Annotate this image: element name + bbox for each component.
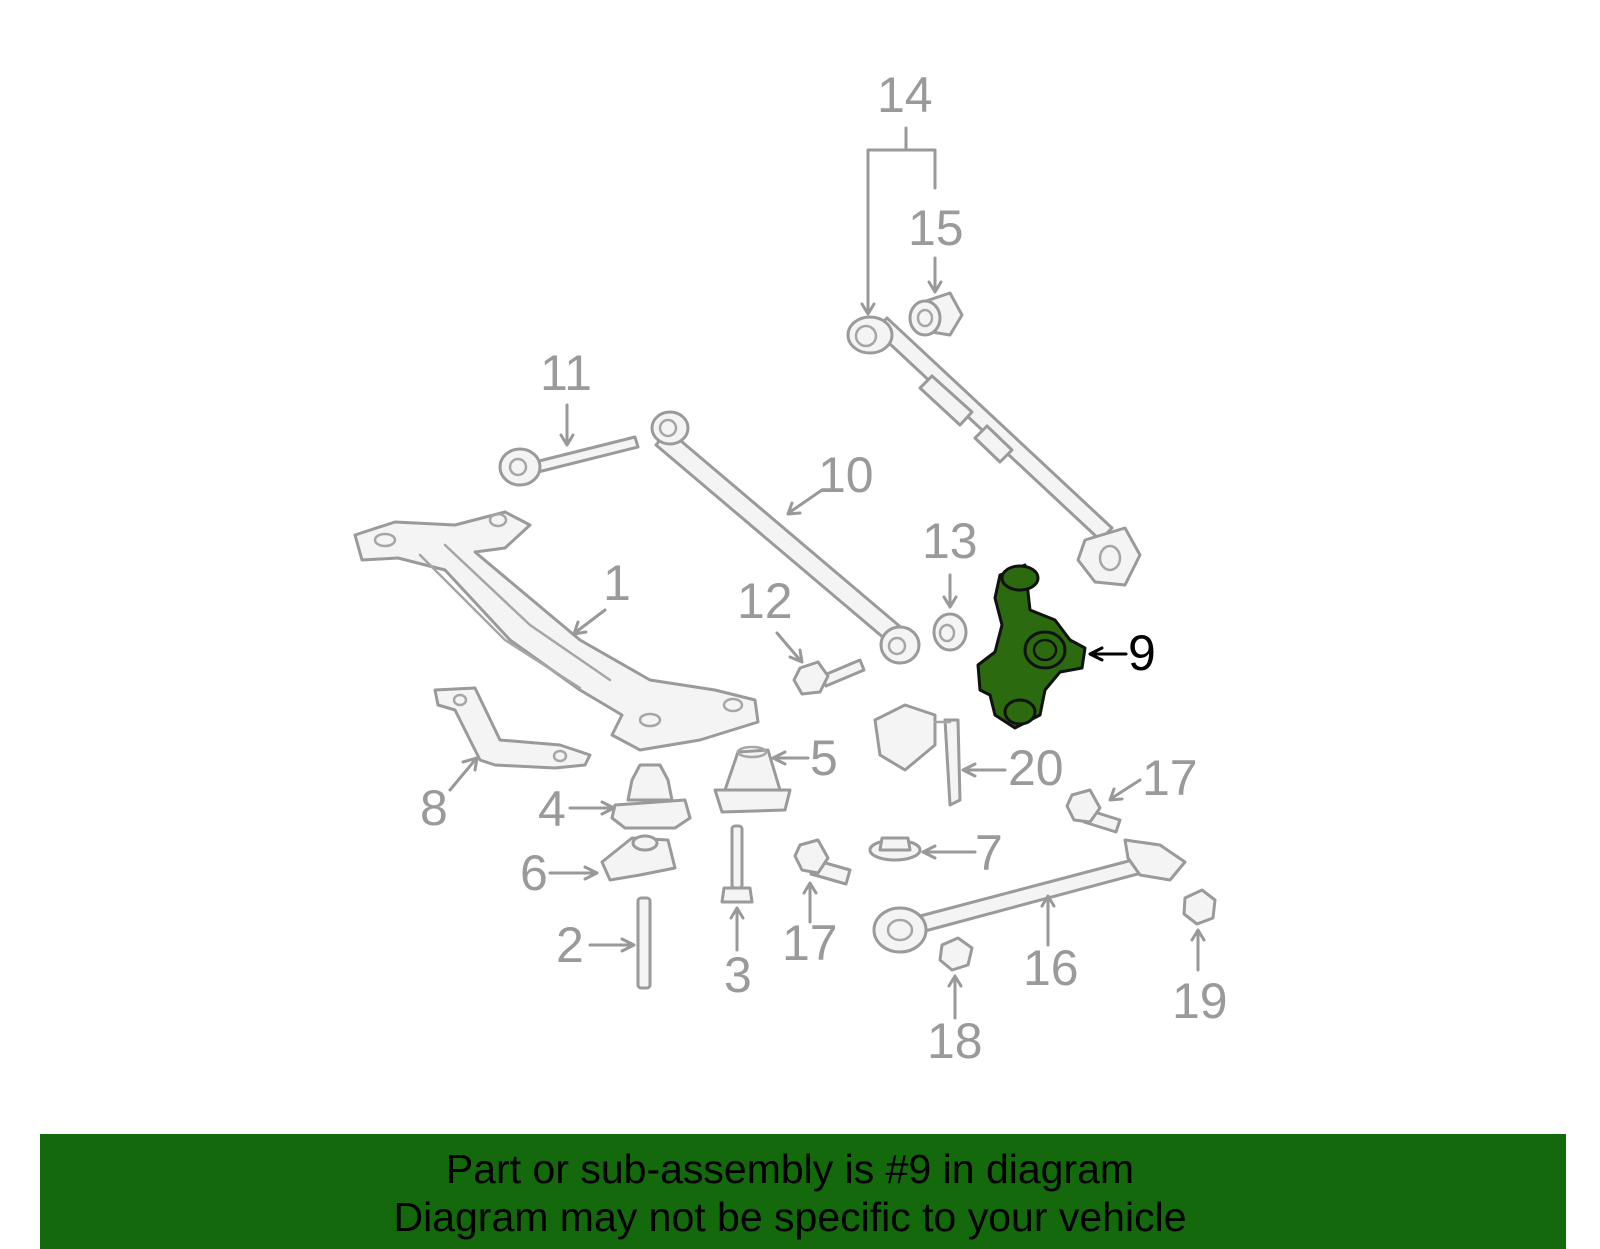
callout-12: 12 (737, 573, 793, 629)
callout-17-lower: 17 (782, 915, 838, 971)
banner-line-2: Diagram may not be specific to your vehi… (393, 1194, 1187, 1240)
part-19-nut[interactable] (1182, 888, 1217, 926)
part-17-bolt-lower[interactable] (793, 838, 852, 886)
part-4-mount[interactable] (610, 763, 692, 830)
callout-16: 16 (1023, 940, 1079, 996)
callout-17-upper: 17 (1142, 750, 1198, 806)
callout-14: 14 (877, 67, 933, 123)
part-10-link[interactable] (650, 410, 921, 665)
callout-19: 19 (1172, 973, 1228, 1029)
part-9-knuckle-highlighted[interactable] (976, 563, 1087, 730)
callout-20: 20 (1008, 740, 1064, 796)
callout-9: 9 (1128, 625, 1156, 681)
part-11-bolt[interactable] (498, 435, 640, 487)
callout-15: 15 (908, 200, 964, 256)
callout-10: 10 (818, 447, 874, 503)
part-3-bolt[interactable] (720, 824, 754, 904)
callout-7: 7 (975, 825, 1003, 881)
leader-lines (448, 126, 1206, 1020)
callout-3: 3 (724, 947, 752, 1003)
callout-2: 2 (556, 917, 584, 973)
part-5-nut[interactable] (713, 745, 792, 814)
callout-11: 11 (540, 345, 592, 401)
part-17-bolt-upper[interactable] (1065, 788, 1122, 834)
callout-4: 4 (538, 781, 566, 837)
part-8-bracket[interactable] (433, 686, 592, 770)
part-2-stud[interactable] (636, 896, 652, 990)
part-12-bolt[interactable] (792, 658, 866, 696)
part-14-upper-arm[interactable] (846, 315, 1142, 587)
part-13-bushing[interactable] (932, 612, 968, 652)
callout-18: 18 (927, 1013, 983, 1069)
callout-1: 1 (603, 555, 631, 611)
part-16-lower-arm[interactable] (872, 838, 1187, 954)
part-20-stabilizer-link[interactable] (873, 703, 962, 807)
info-banner: Part or sub-assembly is #9 in diagram Di… (40, 1134, 1566, 1249)
callout-8: 8 (420, 780, 448, 836)
part-1-crossmember[interactable] (353, 510, 760, 752)
callout-13: 13 (922, 513, 978, 569)
banner-line-1: Part or sub-assembly is #9 in diagram (445, 1146, 1135, 1192)
part-6-mount[interactable] (600, 834, 677, 882)
part-15-bushing[interactable] (908, 291, 964, 337)
callout-6: 6 (520, 845, 548, 901)
part-18-nut[interactable] (938, 936, 974, 972)
part-7-washer[interactable] (868, 836, 922, 862)
callout-5: 5 (810, 730, 838, 786)
